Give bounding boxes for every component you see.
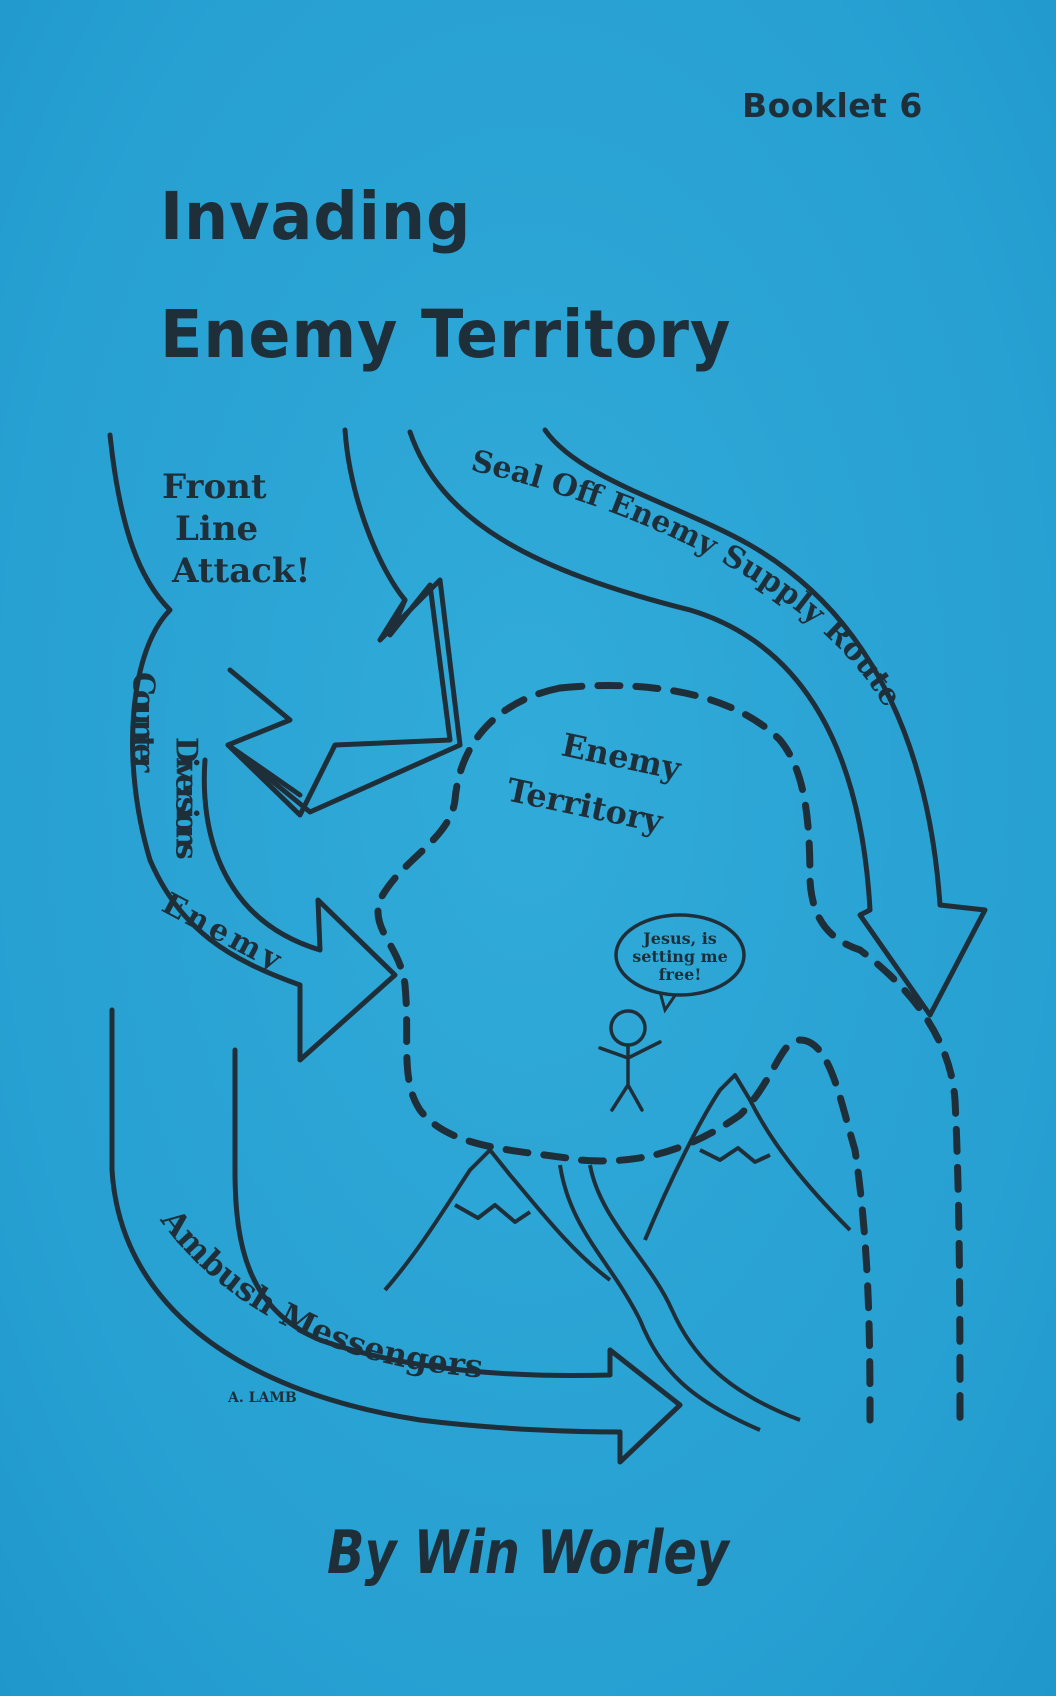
main-attack-arrowhead (225, 577, 463, 815)
right-mountain-snow (699, 1146, 771, 1164)
diversions-label: Diversions (169, 737, 204, 859)
enemy-territory-boundary (374, 684, 874, 1424)
speech-line-3: free! (659, 965, 702, 984)
supply-route-arrow (407, 427, 988, 1018)
left-mountain (383, 1148, 612, 1292)
front-line-arrow (107, 432, 398, 1063)
supply-route-label: Seal Off Enemy Supply Route (468, 444, 909, 713)
enemy-territory-label-2: Territory (503, 771, 667, 841)
title-line-1: Invading (160, 178, 472, 255)
ambush-label: Ambush Messengers (153, 1201, 485, 1386)
speech-line-2: setting me (632, 947, 728, 966)
booklet-number: Booklet 6 (742, 86, 923, 125)
stick-figure (598, 1009, 662, 1112)
right-mountain (643, 1073, 852, 1241)
counter-label: Counter (126, 672, 161, 773)
supply-route-text: Seal Off Enemy Supply Route (468, 444, 909, 713)
ambush-arrow (109, 1007, 683, 1465)
left-mountain-snow (454, 1203, 532, 1224)
ambush-text: Ambush Messengers (153, 1201, 485, 1386)
front-line-label-1: Front (162, 467, 267, 507)
speech-line-1: Jesus, is (641, 929, 717, 948)
author-name: By Win Worley (327, 1518, 729, 1588)
front-line-label-3: Attack! (171, 551, 310, 591)
river (558, 1164, 801, 1432)
enemy-territory-boundary-top (556, 682, 964, 1424)
speech-bubble: Jesus, is setting me free! (614, 913, 746, 1014)
artist-signature: A. LAMB (227, 1390, 297, 1406)
front-line-arrow-inner (225, 427, 453, 818)
title-line-2: Enemy Territory (160, 296, 732, 373)
enemy-label: Enemy (156, 886, 290, 979)
enemy-territory-label-1: Enemy (558, 726, 685, 789)
front-line-label-2: Line (175, 509, 258, 549)
